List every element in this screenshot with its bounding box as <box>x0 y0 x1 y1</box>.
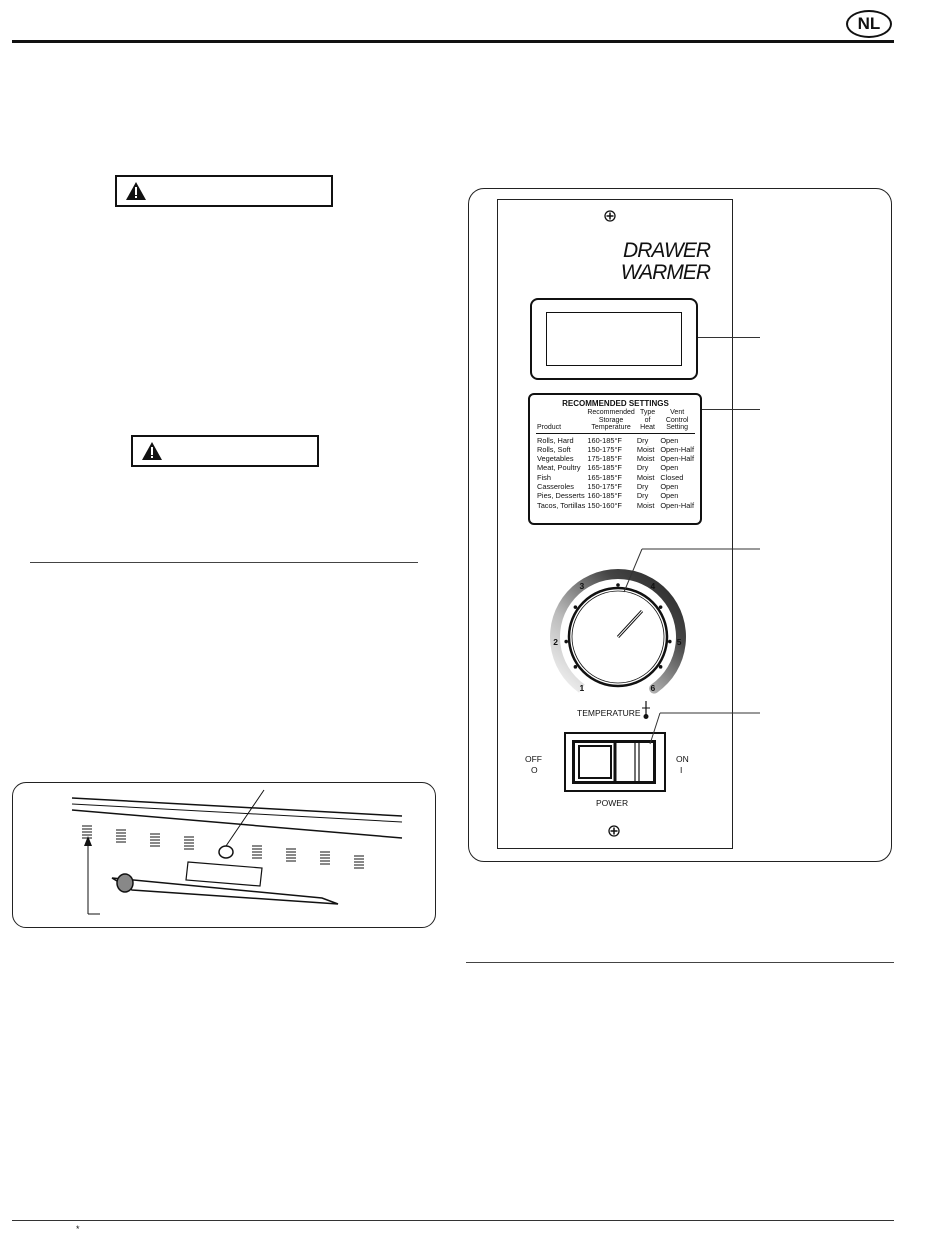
vent-cell: Open <box>660 491 679 501</box>
vent-cell: Open <box>660 481 679 491</box>
off-label: OFF <box>525 754 542 764</box>
vent-cell: Closed <box>660 472 684 482</box>
temperature-label: TEMPERATURE <box>577 708 641 718</box>
dial-tick-dot <box>658 605 663 609</box>
section-divider-left <box>30 562 418 563</box>
dial-number-1: 1 <box>579 682 585 693</box>
settings-row: Fish 165-185°F Moist Closed <box>536 473 695 482</box>
dial-number-6: 6 <box>650 682 656 693</box>
col-header-heat: Type of Heat <box>635 409 660 434</box>
warning-box-1 <box>115 175 333 207</box>
screw-icon <box>604 210 616 222</box>
temperature-cell: 160-185°F <box>587 491 622 501</box>
product-cell: Meat, Poultry <box>537 463 581 473</box>
display-window-frame <box>530 298 698 380</box>
temperature-cell: 150-175°F <box>587 444 622 454</box>
temperature-dial[interactable] <box>520 555 720 725</box>
dial-number-5: 5 <box>676 637 682 648</box>
temperature-cell: 150-160°F <box>587 500 622 510</box>
dial-knob-inner <box>571 590 665 684</box>
heat-cell: Moist <box>636 500 655 510</box>
leader-line-display <box>698 337 760 338</box>
vent-cell: Open <box>660 435 679 445</box>
temperature-cell: 175-185°F <box>587 454 622 464</box>
settings-row: Meat, Poultry 165-185°F Dry Open <box>536 463 695 472</box>
on-symbol: I <box>680 765 683 775</box>
vent-cell: Open-Half <box>660 444 694 454</box>
settings-row: Vegetables 175-185°F Moist Open-Half <box>536 454 695 463</box>
vent-illustration <box>12 782 436 928</box>
control-panel-frame <box>468 188 892 862</box>
leader-line-switch <box>649 712 760 745</box>
settings-row: Rolls, Hard 160-185°F Dry Open <box>536 433 695 445</box>
footer-rule <box>12 1220 894 1221</box>
heat-cell: Dry <box>636 491 649 501</box>
heat-cell: Moist <box>636 472 655 482</box>
product-cell: Tacos, Tortillas <box>537 500 586 510</box>
col-header-temperature: Recommended Storage Temperature <box>586 409 636 434</box>
drawer-front-drawing <box>71 789 403 915</box>
language-badge: NL <box>846 10 892 38</box>
warning-triangle-icon <box>126 182 146 200</box>
dial-tick-dot <box>668 639 672 644</box>
header-rule <box>12 40 894 43</box>
temperature-cell: 165-185°F <box>587 472 622 482</box>
brand-line-2: WARMER <box>620 261 711 284</box>
warning-box-2 <box>131 435 319 467</box>
dial-pointer-highlight <box>617 610 643 638</box>
product-cell: Fish <box>537 472 551 482</box>
heat-cell: Dry <box>636 435 649 445</box>
heat-cell: Moist <box>636 454 655 464</box>
display-window <box>546 312 682 366</box>
leader-line-dial <box>623 548 760 593</box>
heat-cell: Dry <box>636 481 649 491</box>
temperature-cell: 150-175°F <box>587 481 622 491</box>
dial-number-2: 2 <box>553 637 558 648</box>
heat-cell: Dry <box>636 463 649 473</box>
power-label: POWER <box>596 798 629 808</box>
brand-title: DRAWER WARMER <box>600 239 711 284</box>
settings-row: Casseroles 150-175°F Dry Open <box>536 482 695 491</box>
vent-cell: Open-Half <box>660 454 694 464</box>
temperature-cell: 160-185°F <box>587 435 622 445</box>
dial-tick-dot <box>573 605 578 609</box>
col-header-product: Product <box>536 409 587 434</box>
dial-tick-dot <box>616 583 620 587</box>
recommended-settings-table: RECOMMENDED SETTINGS Product Recommended… <box>528 393 702 525</box>
screw-icon <box>608 825 620 837</box>
heat-cell: Moist <box>636 444 655 454</box>
dial-number-4: 4 <box>650 581 656 592</box>
control-panel-face <box>497 199 733 849</box>
product-cell: Casseroles <box>537 481 574 491</box>
section-divider-right <box>466 962 894 963</box>
footer-mark: * <box>76 1224 80 1234</box>
temperature-cell: 165-185°F <box>587 463 622 473</box>
thermometer-icon <box>642 701 650 719</box>
rocker-face <box>578 743 640 781</box>
product-cell: Rolls, Soft <box>537 444 571 454</box>
dial-tick-dot <box>564 639 568 644</box>
warning-triangle-icon <box>142 442 162 460</box>
dial-tick-dot <box>573 665 578 669</box>
settings-row: Rolls, Soft 150-175°F Moist Open-Half <box>536 445 695 454</box>
off-symbol: O <box>531 765 538 775</box>
vent-cell: Open-Half <box>660 500 694 510</box>
dial-tick-dot <box>658 665 663 669</box>
brand-line-1: DRAWER <box>623 239 711 262</box>
product-cell: Vegetables <box>537 454 574 464</box>
power-rocker-switch[interactable] <box>572 740 656 784</box>
settings-title: RECOMMENDED SETTINGS <box>562 399 669 408</box>
leader-line-settings <box>702 409 760 410</box>
product-cell: Rolls, Hard <box>537 435 574 445</box>
dial-number-3: 3 <box>579 581 585 592</box>
product-cell: Pies, Desserts <box>537 491 585 501</box>
vent-cell: Open <box>660 463 679 473</box>
on-label: ON <box>676 754 689 764</box>
col-header-vent: Vent Control Setting <box>659 409 695 434</box>
